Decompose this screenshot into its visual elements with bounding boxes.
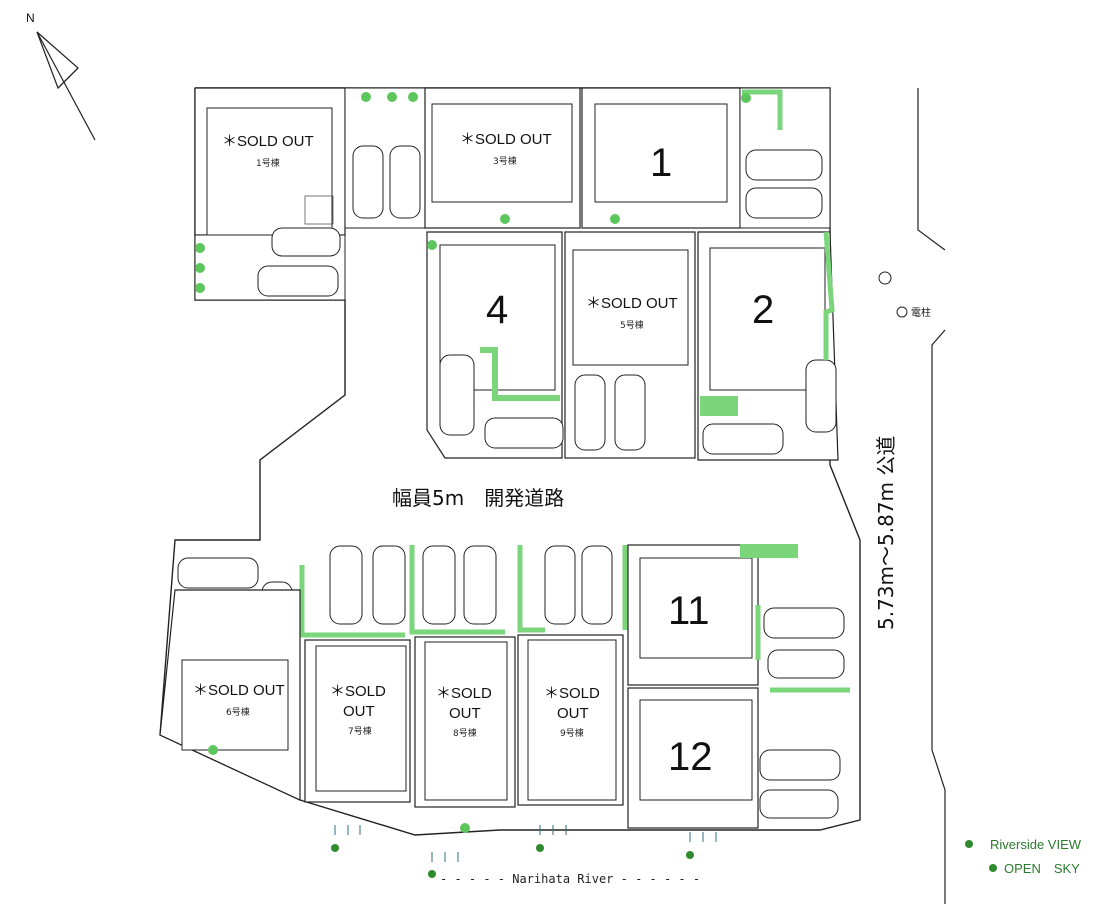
- lot-6[interactable]: [159, 589, 301, 801]
- green-strip: [823, 231, 835, 360]
- river-view-arrows: [334, 825, 717, 862]
- lot-1-status: ＊SOLD OUT: [222, 133, 314, 150]
- lot-9-status-line2: OUT: [557, 705, 589, 722]
- lot-3[interactable]: [424, 87, 581, 229]
- legend-riverside-icon: [965, 840, 973, 848]
- river-label: - - - - - Narihata River - - - - - -: [440, 872, 700, 886]
- tree-icon: [195, 243, 205, 253]
- lot-5-name: 5号棟: [620, 319, 644, 331]
- view-point-icon: [428, 870, 436, 878]
- lot-avail-2[interactable]: [697, 231, 839, 461]
- lot-8[interactable]: [414, 636, 516, 808]
- lot-8-status-line2: OUT: [449, 705, 481, 722]
- legend-riverside-label: Riverside VIEW: [990, 837, 1082, 852]
- lot-7-status-line2: OUT: [343, 703, 375, 720]
- tree-icon: [427, 240, 437, 250]
- lot-8-name: 8号棟: [453, 727, 477, 739]
- tree-icon: [741, 93, 751, 103]
- tree-icon: [408, 92, 418, 102]
- lot-avail-4[interactable]: [426, 231, 564, 459]
- green-strip: [299, 545, 628, 638]
- lot-5-status: ＊SOLD OUT: [586, 295, 678, 312]
- site-boundary: [159, 87, 861, 836]
- parking-top-left: [344, 87, 426, 229]
- lot-7-status-line1: ＊SOLD: [330, 683, 386, 700]
- green-strip: [480, 347, 560, 401]
- lot-5[interactable]: [564, 231, 696, 459]
- lot-avail-2-number: 2: [752, 288, 774, 332]
- legend-open-sky-label: OPEN SKY: [1004, 861, 1080, 876]
- lot-avail-11-number: 11: [668, 589, 710, 633]
- tree-icon: [610, 214, 620, 224]
- view-point-icon: [536, 844, 544, 852]
- green-patch: [740, 544, 798, 558]
- lot-1-name: 1号棟: [256, 157, 280, 169]
- north-label: N: [26, 11, 35, 25]
- lot-6-status: ＊SOLD OUT: [193, 682, 285, 699]
- tree-icon: [387, 92, 397, 102]
- north-arrow-icon: [36, 31, 96, 141]
- lot-avail-1[interactable]: [581, 87, 741, 229]
- parking-top-right: [739, 87, 831, 229]
- public-road-edge: [917, 88, 946, 904]
- public-road-label: 5.73m～5.87m 公道: [874, 436, 898, 630]
- lot-6-name: 6号棟: [226, 706, 250, 718]
- development-road-label: 幅員5m 開発道路: [392, 486, 564, 510]
- tree-icon: [195, 263, 205, 273]
- legend: Riverside VIEW OPEN SKY: [965, 837, 1082, 876]
- utility-pole-icon: [896, 306, 908, 318]
- tree-icon: [208, 745, 218, 755]
- tree-icon: [460, 823, 470, 833]
- tree-icon: [500, 214, 510, 224]
- lot-3-status: ＊SOLD OUT: [460, 131, 552, 148]
- lot-avail-1-number: 1: [650, 141, 672, 185]
- utility-pole-icon: [878, 271, 892, 285]
- green-strip: [742, 89, 783, 130]
- tree-icon: [195, 283, 205, 293]
- lot-avail-12[interactable]: [627, 687, 841, 829]
- parking-left-side: [194, 227, 346, 301]
- lot-9-name: 9号棟: [560, 727, 584, 739]
- lot-8-status-line1: ＊SOLD: [436, 685, 492, 702]
- legend-open-sky-icon: [989, 864, 997, 872]
- parking-bottom-center: [329, 545, 613, 625]
- lot-9-status-line1: ＊SOLD: [544, 685, 600, 702]
- lot-3-name: 3号棟: [493, 155, 517, 167]
- lot-avail-4-number: 4: [486, 288, 508, 332]
- tree-icon: [361, 92, 371, 102]
- view-point-icon: [331, 844, 339, 852]
- pole-label: 電柱: [911, 306, 931, 319]
- lot-1[interactable]: [194, 87, 346, 239]
- lot-7[interactable]: [304, 639, 411, 803]
- lot-avail-11[interactable]: [627, 544, 845, 686]
- lot-avail-12-number: 12: [668, 735, 713, 779]
- view-point-icon: [686, 851, 694, 859]
- lot-9[interactable]: [517, 634, 624, 806]
- lot-7-name: 7号棟: [348, 725, 372, 737]
- green-patch: [700, 396, 738, 416]
